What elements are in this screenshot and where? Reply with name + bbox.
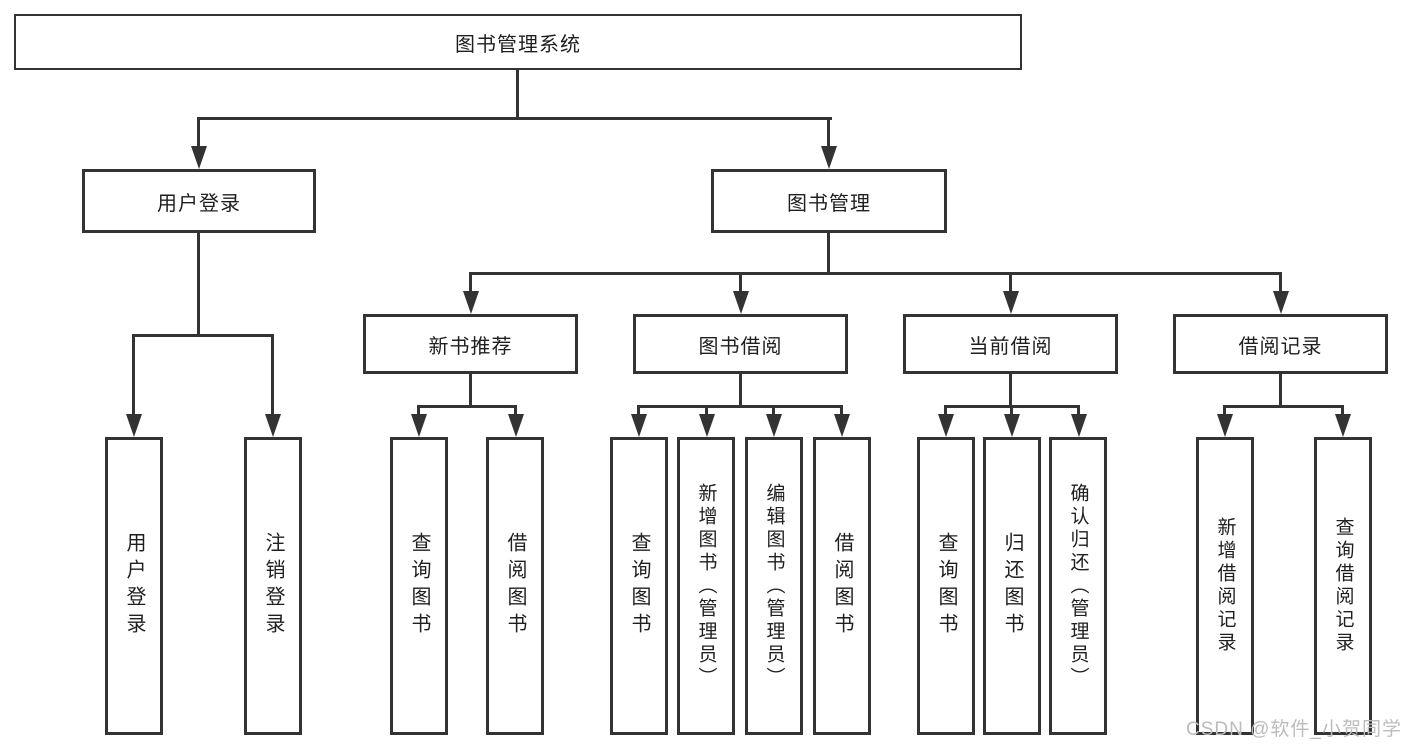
arrow-down-icon — [126, 414, 142, 437]
connector-line — [197, 117, 200, 149]
node-label: 图书管理 — [787, 192, 871, 215]
leaf-current-query-book: 查询图书 — [917, 437, 975, 735]
connector-line — [840, 405, 843, 417]
arrow-down-icon — [508, 414, 524, 437]
arrow-down-icon — [191, 146, 207, 169]
node-current-borrowing: 当前借阅 — [903, 314, 1118, 374]
leaf-newbook-query-book: 查询图书 — [390, 437, 448, 735]
node-label: 查询图书 — [408, 532, 430, 640]
leaf-borrowing-query-book: 查询图书 — [610, 437, 668, 735]
connector-line — [705, 405, 708, 417]
node-library-management-system: 图书管理系统 — [14, 14, 1022, 70]
arrow-down-icon — [766, 414, 782, 437]
leaf-borrowing-add-book-admin: 新增图书（管理员） — [677, 437, 735, 735]
connector-line — [739, 272, 742, 294]
connector-line — [1009, 374, 1012, 408]
connector-line — [516, 70, 519, 118]
arrow-down-icon — [1003, 291, 1019, 314]
connector-line — [1009, 272, 1012, 294]
connector-line — [197, 117, 832, 120]
connector-line — [469, 374, 472, 408]
connector-line — [417, 405, 420, 417]
connector-line — [637, 405, 640, 417]
arrow-down-icon — [1071, 414, 1087, 437]
connector-line — [739, 374, 742, 408]
node-label: 新增图书（管理员） — [695, 482, 717, 690]
node-label: 图书管理系统 — [455, 33, 581, 56]
connector-line — [514, 405, 517, 417]
arrow-down-icon — [1217, 414, 1233, 437]
leaf-records-query-record: 查询借阅记录 — [1314, 437, 1372, 735]
connector-line — [1223, 405, 1226, 417]
arrow-down-icon — [463, 291, 479, 314]
leaf-records-add-record: 新增借阅记录 — [1196, 437, 1254, 735]
leaf-current-return-book: 归还图书 — [983, 437, 1041, 735]
arrow-down-icon — [834, 414, 850, 437]
node-label: 查询图书 — [628, 532, 650, 640]
connector-line — [827, 233, 830, 275]
leaf-borrowing-borrow-book: 借阅图书 — [813, 437, 871, 735]
connector-line — [637, 405, 843, 408]
connector-line — [271, 334, 274, 417]
connector-line — [469, 272, 472, 294]
connector-line — [827, 117, 830, 149]
connector-line — [944, 405, 947, 417]
arrow-down-icon — [265, 414, 281, 437]
connector-line — [1223, 405, 1344, 408]
node-label: 用户登录 — [157, 192, 241, 215]
node-label: 归还图书 — [1001, 532, 1023, 640]
node-label: 借阅图书 — [504, 532, 526, 640]
leaf-logout: 注销登录 — [244, 437, 302, 735]
connector-line — [1010, 405, 1013, 417]
leaf-user-login: 用户登录 — [105, 437, 163, 735]
connector-line — [1279, 272, 1282, 294]
node-label: 借阅记录 — [1238, 335, 1323, 358]
connector-line — [1341, 405, 1344, 417]
connector-line — [1279, 374, 1282, 408]
node-label: 借阅图书 — [831, 532, 853, 640]
watermark: CSDN @软件_小贺同学 — [1186, 719, 1402, 740]
connector-line — [132, 334, 135, 417]
connector-line — [132, 334, 274, 337]
connector-line — [197, 233, 200, 336]
connector-line — [469, 272, 1282, 275]
connector-line — [772, 405, 775, 417]
node-label: 注销登录 — [262, 532, 284, 640]
arrow-down-icon — [1273, 291, 1289, 314]
node-label: 查询图书 — [935, 532, 957, 640]
node-new-book-recommend: 新书推荐 — [363, 314, 578, 374]
node-label: 当前借阅 — [968, 335, 1053, 358]
node-label: 图书借阅 — [698, 335, 783, 358]
node-book-borrowing: 图书借阅 — [633, 314, 848, 374]
arrow-down-icon — [631, 414, 647, 437]
leaf-borrowing-edit-book-admin: 编辑图书（管理员） — [745, 437, 803, 735]
node-user-login: 用户登录 — [82, 169, 316, 233]
node-label: 新增借阅记录 — [1214, 517, 1236, 655]
node-label: 确认归还（管理员） — [1067, 482, 1089, 690]
connector-line — [1077, 405, 1080, 417]
arrow-down-icon — [1004, 414, 1020, 437]
node-label: 新书推荐 — [428, 335, 513, 358]
arrow-down-icon — [733, 291, 749, 314]
arrow-down-icon — [938, 414, 954, 437]
node-borrowing-records: 借阅记录 — [1173, 314, 1388, 374]
leaf-current-confirm-return-admin: 确认归还（管理员） — [1049, 437, 1107, 735]
node-book-management: 图书管理 — [711, 169, 947, 233]
leaf-newbook-borrow-book: 借阅图书 — [486, 437, 544, 735]
node-label: 用户登录 — [123, 532, 145, 640]
node-label: 查询借阅记录 — [1332, 517, 1354, 655]
arrow-down-icon — [411, 414, 427, 437]
arrow-down-icon — [821, 146, 837, 169]
arrow-down-icon — [1335, 414, 1351, 437]
connector-line — [417, 405, 517, 408]
arrow-down-icon — [699, 414, 715, 437]
node-label: 编辑图书（管理员） — [763, 482, 785, 690]
